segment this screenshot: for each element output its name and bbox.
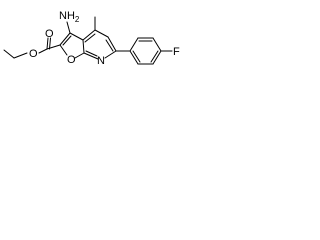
ester-oxygen-label: O <box>29 48 38 60</box>
bond-c3a-c4 <box>82 29 96 41</box>
molecule-structure: NH2 O O O N F <box>3 10 180 67</box>
bond-furan-o-c7a <box>74 52 85 59</box>
bond-ph-3 <box>152 37 162 52</box>
bond-n-c7a <box>83 52 99 60</box>
amino-label: NH2 <box>59 10 80 24</box>
bond-c3a-c7a <box>82 39 85 54</box>
bond-ph-4 <box>152 50 162 65</box>
fluorine-label: F <box>173 46 180 58</box>
bond-furan-c3-c3a <box>69 32 84 41</box>
bond-ethyl-ch3 <box>3 49 15 59</box>
bond-lines <box>3 16 173 65</box>
bond-furan-c2-o <box>59 44 68 56</box>
bond-carbonyl-2 <box>49 37 51 50</box>
bond-carbonyl-1 <box>46 37 49 50</box>
bond-ester-c2 <box>46 44 61 50</box>
bond-ph-6-double <box>132 50 141 63</box>
furan-oxygen-label: O <box>67 54 76 66</box>
bond-c5-c6 <box>107 36 117 52</box>
pyridine-nitrogen-label: N <box>97 55 105 67</box>
bond-n-c7a-double <box>85 50 98 57</box>
bond-amino <box>66 21 71 34</box>
bond-ester-o <box>38 48 48 54</box>
bond-c4-c5 <box>94 29 109 38</box>
bond-c3a-c4-double <box>84 33 96 43</box>
bond-ph-1 <box>129 37 139 52</box>
bond-ph-6 <box>129 50 139 65</box>
bond-furan-c2-c3 <box>59 32 71 46</box>
bond-ethyl-ch2 <box>13 52 28 59</box>
structure-canvas: NH2 O O O N F <box>0 0 197 98</box>
bond-ph-4-double <box>150 50 159 63</box>
bond-furan-c2-c3-double <box>62 35 72 46</box>
carbonyl-oxygen-label: O <box>45 28 54 40</box>
bond-c6-n <box>104 50 117 59</box>
bond-c5-c6-double <box>105 39 114 52</box>
